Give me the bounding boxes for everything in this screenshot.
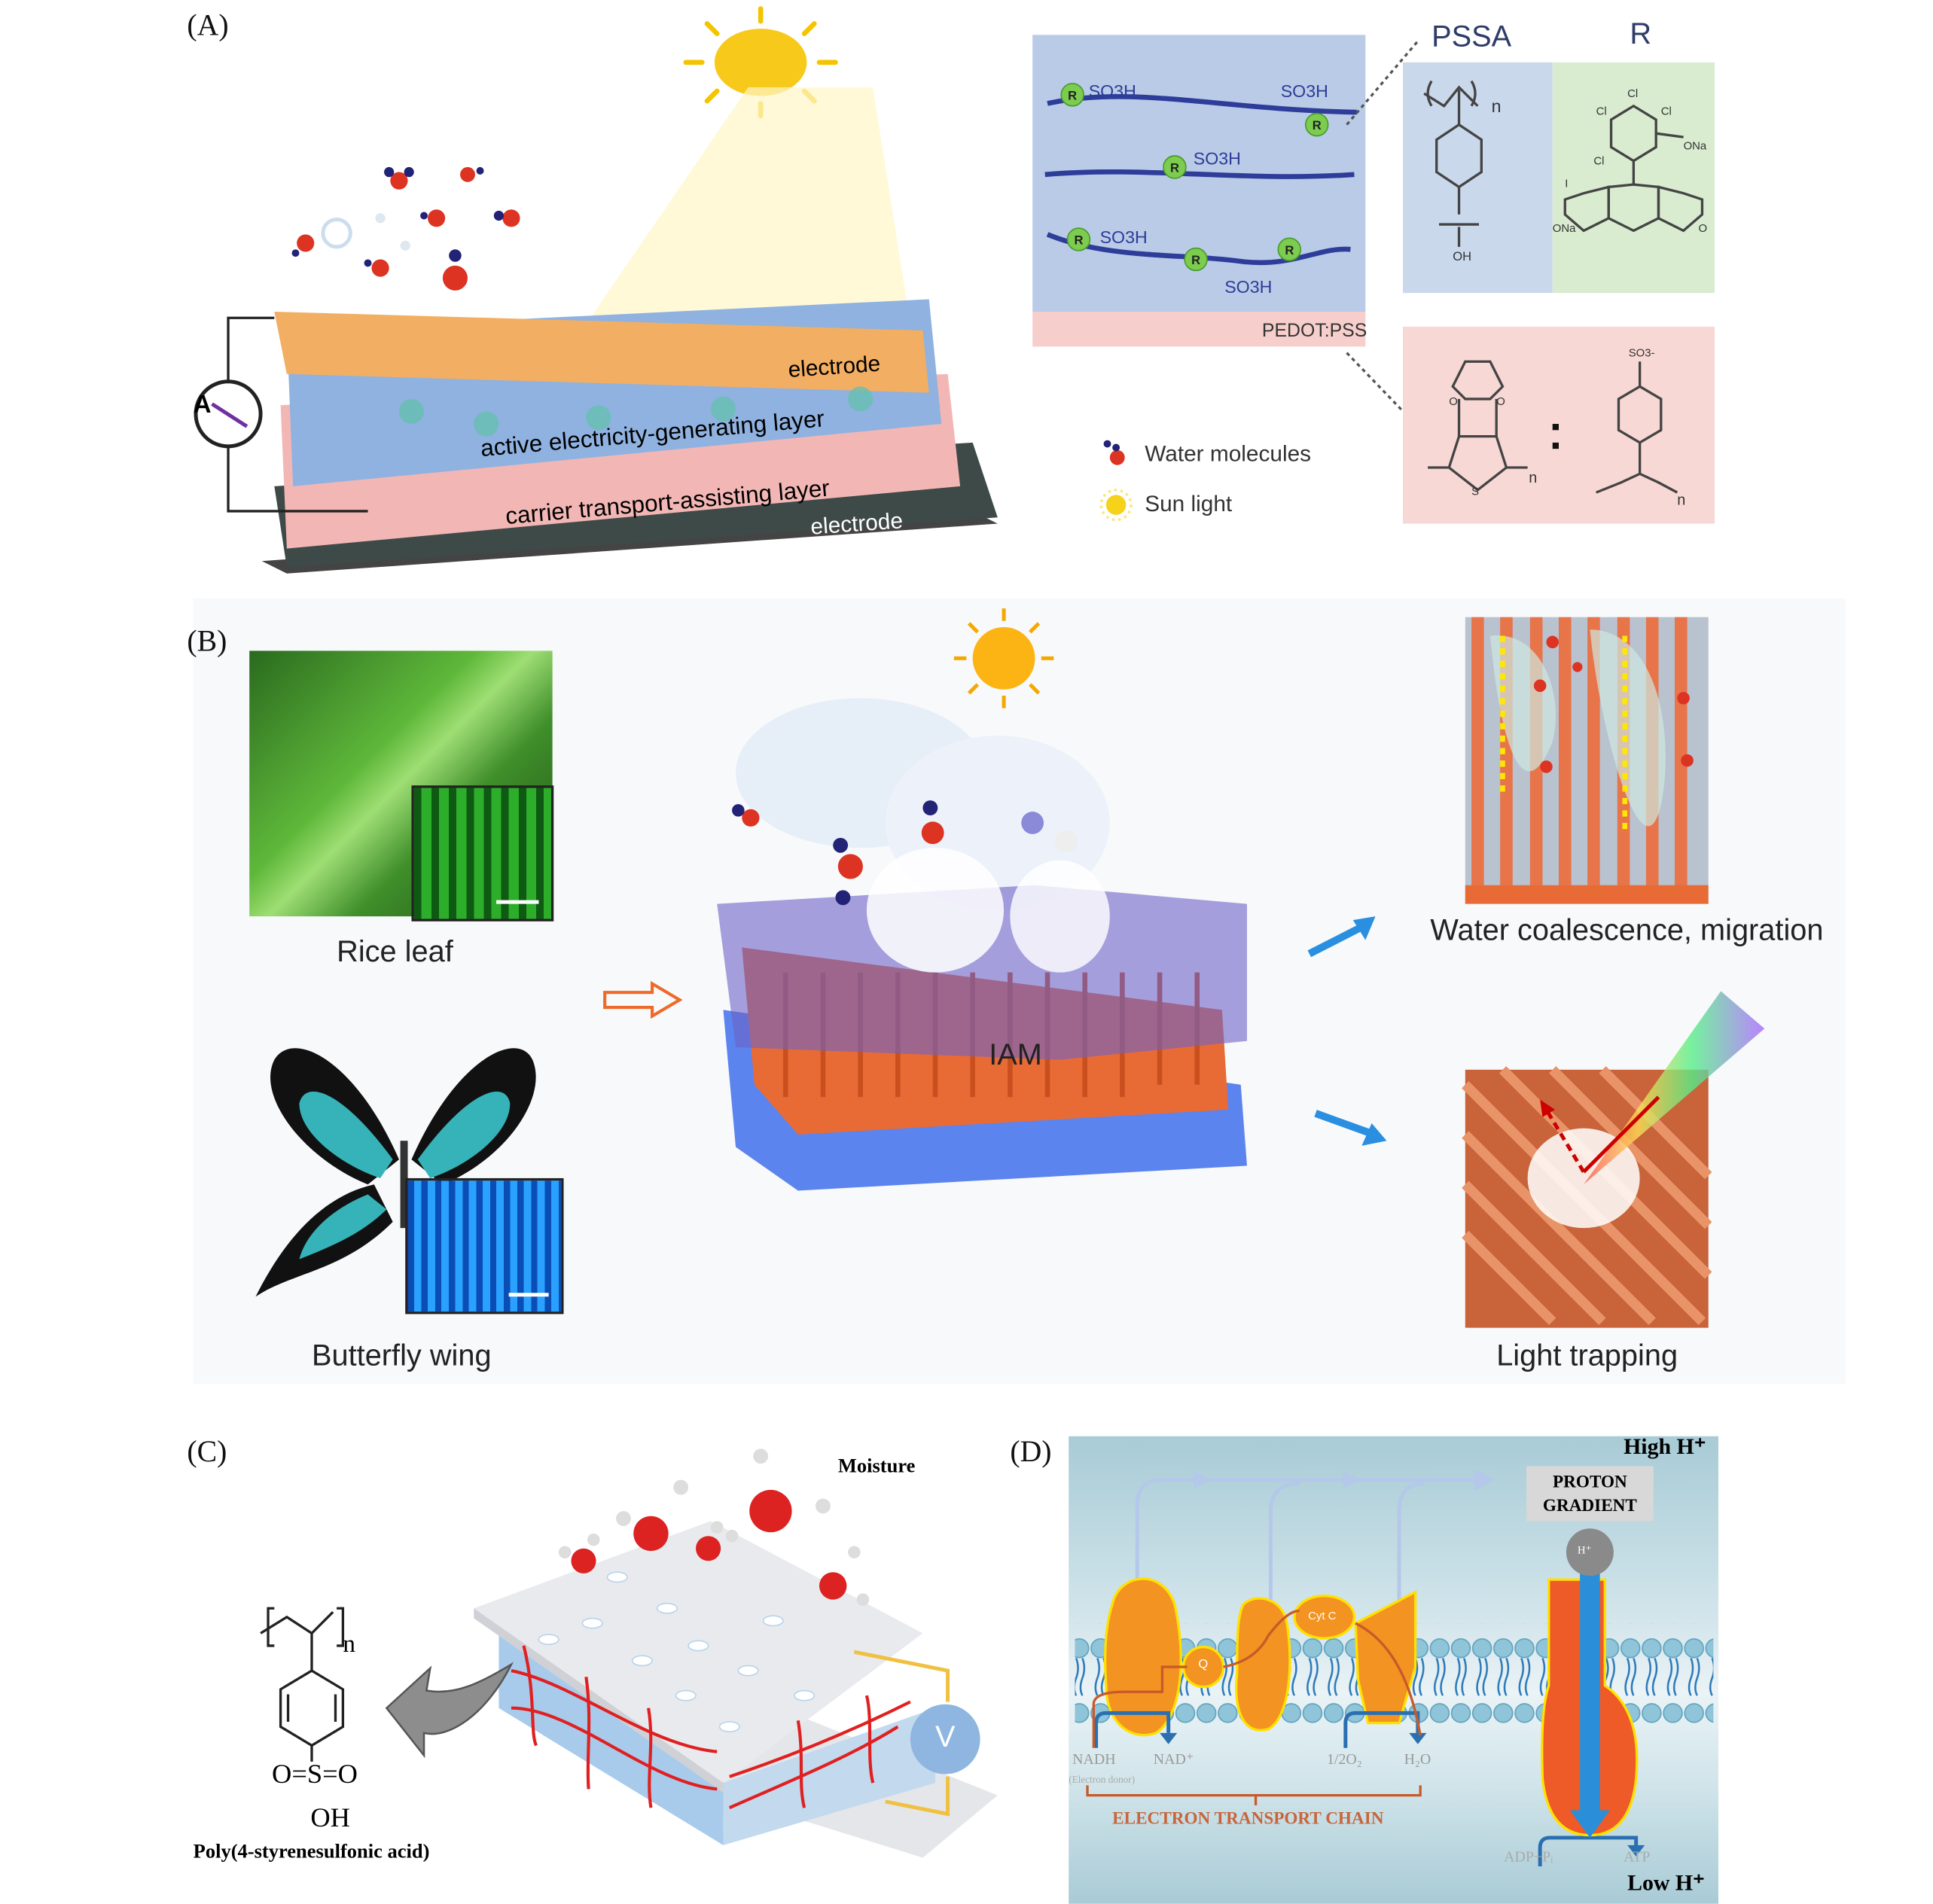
legend-water: Water molecules [1145, 441, 1312, 467]
sulfonyl-label: O=S=O [272, 1757, 358, 1790]
svg-text:S: S [1471, 486, 1479, 498]
pssa-chemical-structure [260, 1607, 345, 1762]
rice-leaf-caption: Rice leaf [337, 935, 453, 969]
sun-icon [953, 608, 1054, 708]
legend-sun: Sun light [1145, 491, 1233, 516]
so3h-label: SO3H [1088, 81, 1136, 102]
svg-text:R: R [1068, 88, 1077, 102]
hydroxyl-label: OH [310, 1801, 350, 1833]
nad-label: NAD⁺ [1153, 1750, 1194, 1768]
adp-label: ADP+Pᵢ [1504, 1848, 1553, 1866]
proton-gradient-line1: PROTON [1553, 1473, 1627, 1493]
water-molecule-icon [1103, 440, 1125, 465]
svg-text:R: R [1313, 118, 1322, 133]
moisture-device-illustration [385, 1449, 998, 1858]
dotted-connector [1346, 40, 1419, 419]
moisture-label: Moisture [837, 1456, 916, 1478]
svg-text:R: R [1074, 233, 1083, 248]
svg-text:Cl: Cl [1661, 105, 1672, 117]
oxygen-label: 1/2O₂ [1326, 1750, 1362, 1768]
svg-text:R: R [1191, 253, 1200, 267]
panel-b-label: (B) [187, 626, 227, 659]
cyt-c-label: Cyt C [1308, 1609, 1337, 1622]
polymer-name: Poly(4-styrenesulfonic acid) [193, 1841, 430, 1863]
device-stack-illustration [194, 299, 998, 574]
sun-legend-icon [1099, 489, 1133, 522]
high-h-label: High H⁺ [1624, 1433, 1706, 1459]
svg-text:n: n [1677, 492, 1685, 509]
arrow-right-outline-icon [603, 980, 683, 1019]
etc-label: ELECTRON TRANSPORT CHAIN [1112, 1810, 1384, 1829]
svg-text:ONa: ONa [1684, 141, 1707, 153]
so3h-label: SO3H [1099, 227, 1148, 247]
pssa-structure: n OH [1423, 80, 1502, 264]
svg-text:Cl: Cl [1627, 88, 1638, 100]
scale-bar [508, 1293, 549, 1297]
svg-text:ONa: ONa [1553, 223, 1576, 235]
svg-text:O: O [1496, 396, 1505, 408]
voltmeter-label: V [935, 1720, 956, 1754]
panel-c-label: (C) [187, 1436, 227, 1469]
svg-text:I: I [1565, 178, 1568, 190]
blue-arrow-icon [1307, 916, 1376, 958]
water-label: H₂O [1404, 1750, 1431, 1768]
rice-leaf-micro-inset [411, 785, 554, 922]
water-coalescence-caption: Water coalescence, migration [1430, 913, 1824, 948]
repeat-n-label: n [343, 1631, 355, 1659]
butterfly-caption: Butterfly wing [312, 1339, 492, 1373]
iam-label: IAM [989, 1038, 1042, 1073]
blue-arrow-icon [1314, 1110, 1387, 1146]
water-molecules-cluster [291, 166, 520, 291]
pssa-title: PSSA [1431, 20, 1512, 54]
polymer-chains: R R R R R R [1044, 83, 1357, 272]
so3h-label: SO3H [1224, 276, 1273, 297]
pedot-strip [1032, 312, 1366, 347]
svg-text:O: O [1449, 396, 1458, 408]
so3h-label: SO3H [1280, 81, 1328, 102]
pedot-pss-structure-box [1403, 326, 1715, 524]
pedot-pss-label: PEDOT:PSS [1261, 320, 1367, 342]
panel-d-label: (D) [1010, 1436, 1052, 1469]
light-trapping-illustration [1462, 991, 1765, 1328]
h-plus-ion: H⁺ [1577, 1543, 1592, 1556]
r-title: R [1630, 17, 1652, 51]
svg-text:O: O [1698, 223, 1707, 235]
atp-label: ATP [1624, 1848, 1651, 1866]
svg-text:R: R [1285, 243, 1294, 257]
svg-text:OH: OH [1453, 249, 1471, 264]
electron-donor-label: (Electron donor) [1069, 1774, 1136, 1786]
panel-a-label: (A) [187, 10, 229, 43]
scale-bar [496, 900, 539, 904]
proton-gradient-line2: GRADIENT [1542, 1497, 1637, 1516]
so3h-label: SO3H [1193, 148, 1241, 169]
q-label: Q [1198, 1658, 1209, 1672]
nadh-label: NADH [1072, 1750, 1116, 1768]
butterfly-wing-micro-inset [405, 1177, 564, 1315]
svg-text:Cl: Cl [1596, 105, 1607, 117]
iam-device-illustration [717, 698, 1247, 1191]
svg-text:n: n [1492, 96, 1502, 116]
sulfonate-label: SO3- [1628, 346, 1655, 359]
sunlight-beam [586, 87, 910, 324]
ammeter-label: A [193, 391, 212, 419]
svg-text:Cl: Cl [1593, 156, 1604, 168]
low-h-label: Low H⁺ [1627, 1870, 1705, 1896]
svg-text:n: n [1529, 470, 1537, 486]
proton-gradient-label: PROTON GRADIENT [1526, 1471, 1654, 1519]
light-trapping-caption: Light trapping [1496, 1339, 1678, 1373]
membrane-and-etc [1075, 1466, 1714, 1867]
svg-text:R: R [1170, 161, 1179, 175]
butterfly-illustration [255, 1048, 536, 1297]
water-coalescence-illustration [1465, 617, 1709, 904]
